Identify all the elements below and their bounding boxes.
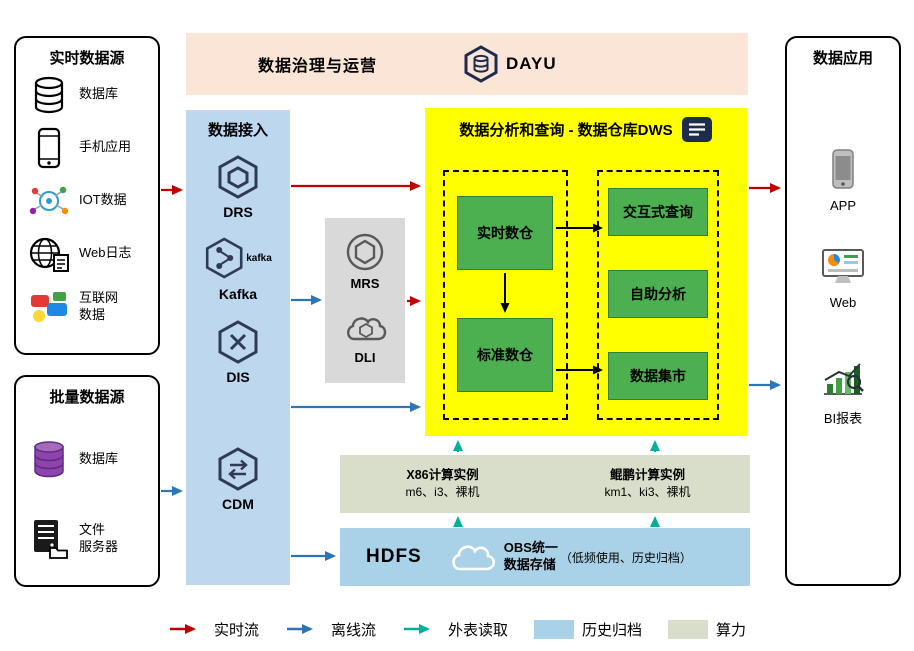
web-log-icon — [26, 235, 72, 273]
legend-item-offline: 离线流 — [285, 619, 376, 640]
mobile-phone-icon — [26, 127, 72, 169]
dli-label: DLI — [354, 350, 376, 365]
file-server-icon — [26, 518, 72, 560]
kafka-wordmark: kafka — [246, 252, 272, 264]
storage-panel: HDFS OBS统一 数据存储 （低频使用、历史归档） — [340, 528, 750, 586]
source-item-file-server: 文件 服务器 — [16, 499, 158, 579]
source-item-label: 数据库 — [79, 86, 119, 102]
dayu-logo: DAYU — [464, 45, 557, 83]
batch-sources-title: 批量数据源 — [49, 389, 125, 406]
batch-sources-panel: 批量数据源 数据库 文件 服务器 — [14, 375, 160, 587]
governance-banner: 数据治理与运营 DAYU — [186, 33, 748, 95]
legend-item-external-read: 外表读取 — [402, 619, 508, 640]
app-item-label: Web — [829, 295, 857, 310]
dis-label: DIS — [226, 369, 250, 385]
kunpeng-title: 鲲鹏计算实例 — [609, 467, 685, 482]
red-arrow-icon — [169, 624, 196, 634]
app-item-bi: BI报表 — [787, 360, 899, 427]
analytics-group-frame — [597, 170, 719, 420]
legend-label: 实时流 — [213, 621, 259, 639]
teal-arrow-icon — [403, 624, 430, 634]
kafka-label: Kafka — [218, 286, 258, 302]
standard-warehouse-box: 标准数仓 — [457, 318, 553, 392]
x86-spec: m6、i3、裸机 — [405, 485, 480, 500]
kunpeng-instances: 鲲鹏计算实例 km1、ki3、裸机 — [545, 467, 750, 501]
compute-instances-panel: X86计算实例 m6、i3、裸机 鲲鹏计算实例 km1、ki3、裸机 — [340, 455, 750, 513]
legend: 实时流 离线流 外表读取 历史归档 算力 — [0, 612, 914, 646]
internet-data-icon — [26, 289, 72, 325]
obs-cloud-icon — [451, 545, 495, 571]
ingestion-title: 数据接入 — [207, 122, 268, 139]
app-item-web: Web — [787, 247, 899, 310]
obs-note: （低频使用、历史归档） — [559, 550, 692, 565]
data-mart-box: 数据集市 — [608, 352, 708, 400]
self-service-analysis-box: 自助分析 — [608, 270, 708, 318]
legend-label: 历史归档 — [582, 621, 643, 639]
cdm-icon — [217, 447, 259, 496]
blue-arrow-icon — [286, 624, 313, 634]
applications-title: 数据应用 — [812, 50, 873, 67]
mrs-icon — [345, 232, 385, 277]
database-icon — [26, 75, 72, 115]
ingestion-panel: 数据接入 DRS kafka Kafka DIS — [186, 110, 290, 585]
source-item-database: 数据库 — [16, 68, 158, 121]
app-item-label: APP — [829, 198, 856, 213]
legend-label: 算力 — [716, 621, 747, 639]
kafka-icon: kafka — [204, 237, 272, 279]
source-item-iot: IOT数据 — [16, 174, 158, 227]
mrs-label: MRS — [350, 276, 380, 291]
source-item-internet: 互联网 数据 — [16, 280, 158, 333]
bi-report-icon — [824, 363, 864, 395]
x86-instances: X86计算实例 m6、i3、裸机 — [340, 467, 545, 501]
source-item-label: 文件 服务器 — [79, 522, 119, 554]
legend-item-realtime: 实时流 — [168, 619, 259, 640]
legend-label: 外表读取 — [447, 621, 508, 639]
source-item-label: IOT数据 — [79, 192, 127, 208]
dis-icon — [217, 320, 259, 369]
dws-title: 数据分析和查询 - 数据仓库DWS — [459, 122, 673, 139]
legend-item-compute: 算力 — [668, 619, 746, 640]
x86-title: X86计算实例 — [406, 467, 479, 482]
app-item-app: APP — [787, 148, 899, 213]
kunpeng-spec: km1、ki3、裸机 — [604, 485, 691, 500]
applications-panel: 数据应用 APP Web — [785, 36, 901, 586]
dli-icon — [343, 310, 387, 349]
drs-label: DRS — [223, 204, 253, 220]
source-item-label: 手机应用 — [79, 139, 132, 155]
source-item-label: 互联网 数据 — [79, 289, 119, 322]
dws-panel: 数据分析和查询 - 数据仓库DWS 实时数仓 标准数仓 交互式查询 自助分析 数… — [425, 108, 747, 436]
governance-title: 数据治理与运营 — [258, 58, 378, 75]
web-monitor-icon — [822, 249, 864, 283]
app-phone-icon — [832, 149, 854, 189]
warehouse-group-frame — [443, 170, 568, 420]
dayu-label: DAYU — [506, 54, 557, 73]
dws-doc-icon — [681, 117, 712, 142]
archive-swatch — [534, 619, 574, 639]
source-item-label: Web日志 — [79, 245, 132, 261]
iot-icon — [26, 183, 72, 219]
compute-swatch — [668, 619, 709, 639]
realtime-sources-title: 实时数据源 — [49, 50, 125, 67]
dws-title-row: 数据分析和查询 - 数据仓库DWS — [425, 108, 747, 143]
interactive-query-box: 交互式查询 — [608, 188, 708, 236]
dayu-icon — [464, 45, 498, 83]
hdfs-label: HDFS — [366, 546, 422, 567]
legend-item-archive: 历史归档 — [534, 619, 642, 640]
obs-label: OBS统一 数据存储 — [503, 540, 558, 572]
source-item-batch-database: 数据库 — [16, 419, 158, 499]
legend-label: 离线流 — [330, 621, 376, 639]
cdm-label: CDM — [222, 496, 254, 512]
source-item-label: 数据库 — [79, 450, 119, 466]
realtime-sources-panel: 实时数据源 数据库 手机应用 — [14, 36, 160, 355]
app-item-label: BI报表 — [823, 411, 863, 426]
source-item-mobile: 手机应用 — [16, 121, 158, 174]
compute-services-panel: MRS DLI — [325, 218, 405, 383]
drs-icon — [217, 155, 259, 204]
source-item-weblog: Web日志 — [16, 227, 158, 280]
purple-database-icon — [26, 438, 72, 480]
realtime-warehouse-box: 实时数仓 — [457, 196, 553, 270]
